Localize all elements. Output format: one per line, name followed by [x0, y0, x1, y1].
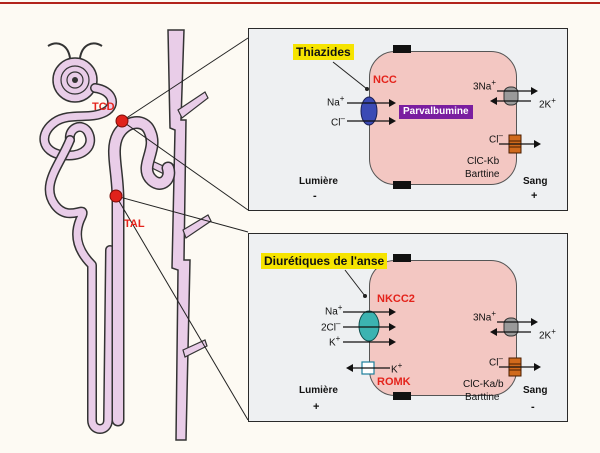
collecting-duct-branch-3 — [182, 339, 208, 358]
site-label-tcd: TCD — [92, 101, 115, 113]
pump-ion-3na: 3Na+ — [473, 309, 497, 324]
bottom-panel-glyphs — [343, 269, 541, 377]
collecting-duct — [167, 29, 191, 441]
channel-subunit-barttine: Barttine — [465, 169, 500, 180]
na-k-pump-icon — [503, 86, 519, 106]
lumen-ion-na: Na+ — [325, 303, 343, 318]
tight-junction-top — [393, 254, 411, 262]
efferent-arteriole — [79, 42, 103, 59]
blood-label: Sang — [523, 176, 548, 187]
drug-label-thiazides: Thiazides — [293, 44, 354, 60]
nkcc2-transporter-icon — [358, 310, 380, 342]
pump-ion-2k: 2K+ — [539, 327, 556, 342]
lumen-ion-na: Na+ — [327, 94, 345, 109]
lumen-sign: + — [313, 401, 320, 413]
blood-sign: - — [531, 401, 535, 413]
lumen-ion-cl: Cl– — [331, 114, 345, 129]
site-marker-tcd — [115, 114, 129, 128]
connector-tal-bottom — [115, 195, 249, 421]
channel-ion-cl: Cl– — [489, 354, 503, 369]
pump-ion-3na: 3Na+ — [473, 78, 497, 93]
tight-junction-bottom — [393, 181, 411, 189]
tight-junction-bottom — [393, 392, 411, 400]
loop-descending — [44, 135, 115, 434]
collecting-duct-branch-2 — [182, 214, 212, 239]
panel-loop-diuretics: Diurétiques de l'anse — [248, 233, 568, 422]
afferent-arteriole — [47, 42, 71, 59]
connector-tal-top — [115, 195, 249, 233]
na-k-pump-icon — [503, 317, 519, 337]
blood-sign: + — [531, 190, 538, 202]
blood-label: Sang — [523, 385, 548, 396]
collecting-duct-branch-1 — [177, 91, 209, 119]
top-panel-glyphs — [332, 61, 541, 154]
protein-label-parvalbumine: Parvalbumine — [399, 105, 473, 119]
lumen-sign: - — [313, 190, 317, 202]
ncc-transporter-icon — [360, 96, 378, 126]
panel-thiazides: Thiazides NCC Na+ Cl– — [248, 28, 568, 211]
site-marker-tal — [109, 189, 123, 203]
transporter-label-ncc: NCC — [373, 74, 397, 86]
channel-ion-cl: Cl– — [489, 131, 503, 146]
drug-label-loop-diuretics: Diurétiques de l'anse — [261, 253, 388, 269]
romk-label: ROMK — [377, 376, 411, 388]
channel-label-clc-kab: ClC-Ka/b — [463, 379, 504, 390]
transporter-label-nkcc2: NKCC2 — [377, 293, 415, 305]
site-label-tal: TAL — [124, 218, 145, 230]
glomerulus-tuft — [60, 65, 90, 95]
romk-ion-k: K+ — [391, 361, 403, 376]
connector-tcd-bottom — [121, 120, 249, 211]
tight-junction-top — [393, 45, 411, 53]
lumen-label: Lumière — [299, 176, 338, 187]
connector-tcd-top — [121, 37, 249, 122]
pump-ion-2k: 2K+ — [539, 96, 556, 111]
lumen-label: Lumière — [299, 385, 338, 396]
lumen-ion-2cl: 2Cl– — [321, 319, 341, 334]
channel-subunit-barttine: Barttine — [465, 392, 500, 403]
lumen-ion-k: K+ — [329, 334, 341, 349]
channel-label-clc-kb: ClC-Kb — [467, 156, 500, 167]
top-rule — [0, 2, 600, 4]
